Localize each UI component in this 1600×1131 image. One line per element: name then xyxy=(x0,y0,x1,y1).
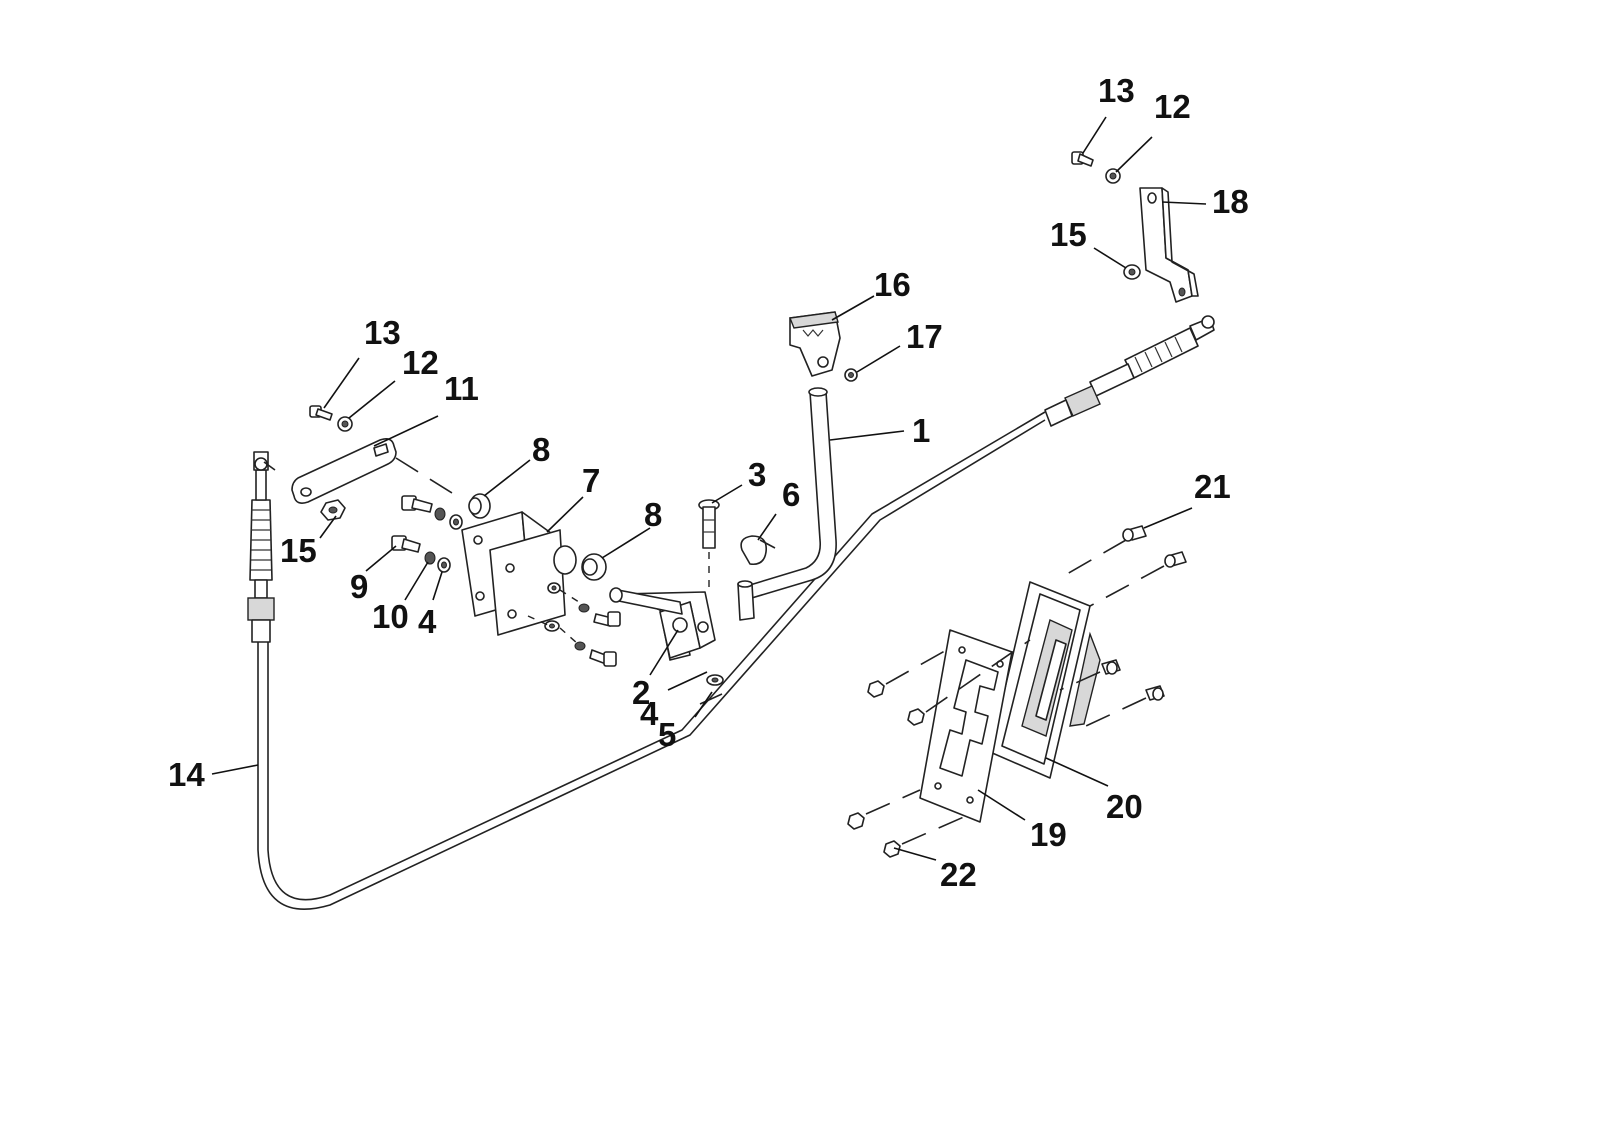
mounting-bracket xyxy=(461,511,683,636)
callout-13b: 13 xyxy=(1098,72,1135,109)
shift-gate-plate xyxy=(919,629,1013,823)
washer-and-cotter-pin xyxy=(699,674,724,705)
callout-12a: 12 xyxy=(402,344,439,381)
pivot-bracket xyxy=(621,580,755,661)
gate-nuts xyxy=(847,639,1031,858)
callout-12b: 12 xyxy=(1154,88,1191,125)
callout-22: 22 xyxy=(940,856,977,893)
callout-16: 16 xyxy=(874,266,911,303)
leader-lines xyxy=(211,116,1207,861)
callout-3: 3 xyxy=(748,456,766,493)
spring-clip xyxy=(740,535,776,566)
bracket-nut-15-right xyxy=(1123,264,1141,280)
callout-15a: 15 xyxy=(280,532,317,569)
callout-20: 20 xyxy=(1106,788,1143,825)
callout-1: 1 xyxy=(912,412,930,449)
shift-gate-boot xyxy=(989,581,1101,779)
bushing-8-right xyxy=(581,553,607,581)
callout-10: 10 xyxy=(372,598,409,635)
bracket-hardware xyxy=(391,495,621,667)
bushing-8-left xyxy=(468,493,491,519)
callout-6: 6 xyxy=(782,476,800,513)
callout-18: 18 xyxy=(1212,183,1249,220)
cable-bracket xyxy=(1139,187,1199,303)
link-bolt-13-left xyxy=(309,405,333,421)
callout-4b: 4 xyxy=(640,695,659,732)
callout-2: 2 xyxy=(632,674,650,711)
pivot-pin xyxy=(698,499,720,592)
callout-9: 9 xyxy=(350,568,368,605)
callout-17: 17 xyxy=(906,318,943,355)
callout-19: 19 xyxy=(1030,816,1067,853)
shift-cable xyxy=(247,315,1215,910)
link-arm xyxy=(291,438,461,504)
callout-13a: 13 xyxy=(364,314,401,351)
callout-15b: 15 xyxy=(1050,216,1087,253)
link-nut-15-left xyxy=(320,499,346,521)
gate-screws xyxy=(1059,525,1187,727)
callout-7: 7 xyxy=(582,462,600,499)
callout-5: 5 xyxy=(658,716,676,753)
callout-14: 14 xyxy=(168,756,205,793)
callout-8a: 8 xyxy=(532,431,550,468)
knob-screw xyxy=(844,368,858,382)
callout-8b: 8 xyxy=(644,496,662,533)
callout-4a: 4 xyxy=(418,603,437,640)
bracket-bolt-13-right xyxy=(1071,151,1094,167)
link-washer-12-left xyxy=(337,416,353,432)
callout-11: 11 xyxy=(444,370,479,407)
callout-21: 21 xyxy=(1194,468,1231,505)
shift-knob xyxy=(789,311,841,377)
callout-labels: 1 2 3 4 4 5 6 7 8 8 9 10 11 12 12 13 13 … xyxy=(168,72,1249,893)
